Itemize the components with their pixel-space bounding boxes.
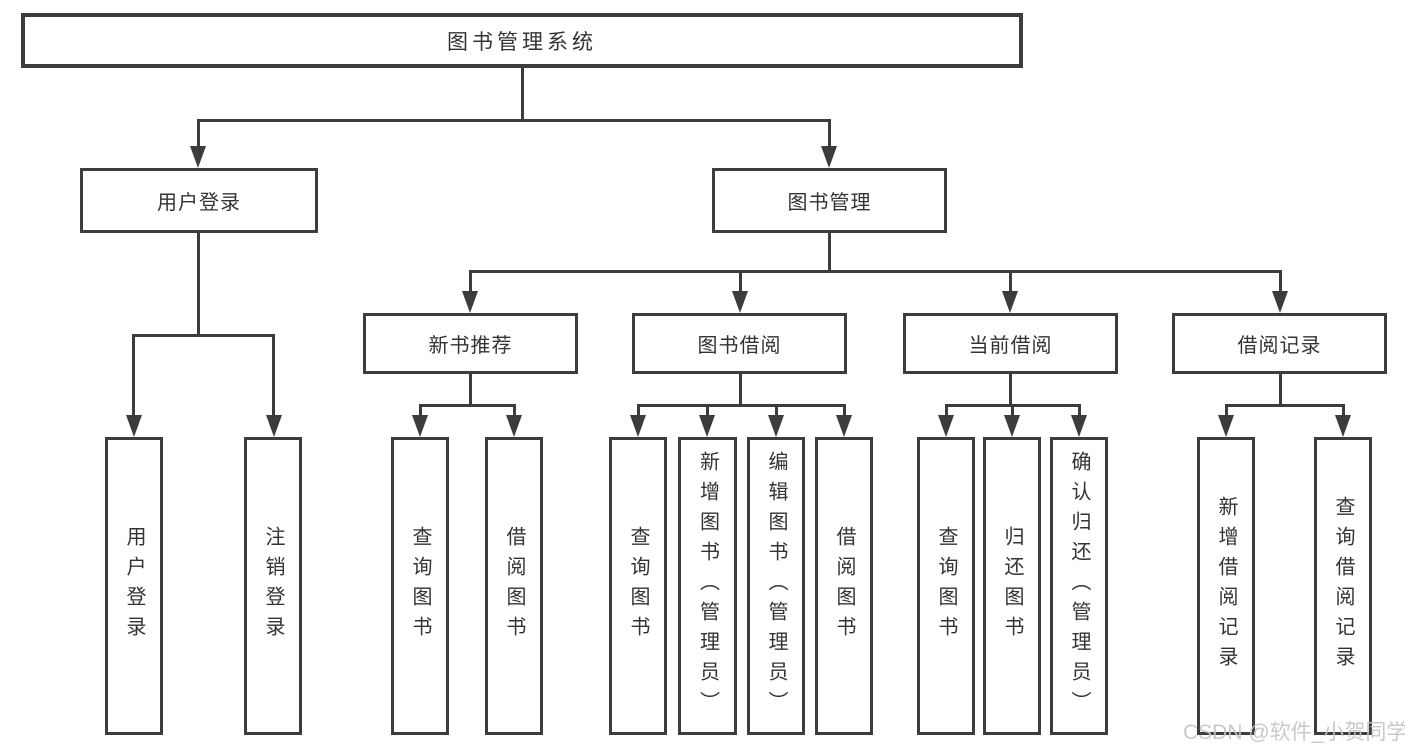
- node-borrow-records: 借阅记录: [1172, 313, 1387, 374]
- arrow-down-icon: [1335, 415, 1351, 437]
- arrow-down-icon: [821, 146, 837, 168]
- node-new-book-recommend: 新书推荐: [363, 313, 578, 374]
- leaf-query-books-borrow: 查询图书: [609, 437, 667, 735]
- connector-vline: [132, 334, 135, 419]
- connector-hline: [637, 404, 846, 407]
- connector-vline: [775, 404, 778, 418]
- arrow-down-icon: [1004, 415, 1020, 437]
- node-book-borrow: 图书借阅: [632, 313, 847, 374]
- connector-vline: [521, 67, 524, 122]
- connector-vline: [419, 404, 422, 418]
- connector-vline: [1342, 404, 1345, 418]
- connector-hline: [132, 334, 275, 337]
- connector-vline: [469, 374, 472, 407]
- connector-vline: [197, 119, 200, 150]
- connector-vline: [739, 374, 742, 407]
- leaf-logout: 注销登录: [244, 437, 302, 735]
- leaf-borrow-books: 借阅图书: [815, 437, 873, 735]
- arrow-down-icon: [126, 415, 142, 437]
- arrow-down-icon: [1218, 415, 1234, 437]
- node-user-login: 用户登录: [80, 168, 318, 233]
- connector-vline: [272, 334, 275, 419]
- arrow-down-icon: [630, 415, 646, 437]
- connector-hline: [197, 119, 831, 122]
- connector-vline: [739, 270, 742, 294]
- connector-vline: [637, 404, 640, 418]
- leaf-confirm-return-admin: 确认归还（管理员）: [1050, 437, 1108, 735]
- leaf-add-borrow-record: 新增借阅记录: [1197, 437, 1255, 735]
- connector-vline: [828, 119, 831, 150]
- connector-vline: [945, 404, 948, 418]
- connector-vline: [1225, 404, 1228, 418]
- connector-hline: [469, 270, 1282, 273]
- connector-vline: [1279, 270, 1282, 294]
- connector-vline: [706, 404, 709, 418]
- arrow-down-icon: [1071, 415, 1087, 437]
- arrow-down-icon: [836, 415, 852, 437]
- connector-vline: [1009, 270, 1012, 294]
- connector-hline: [1225, 404, 1345, 407]
- connector-vline: [1078, 404, 1081, 418]
- connector-vline: [1279, 374, 1282, 407]
- arrow-down-icon: [1272, 291, 1288, 313]
- connector-vline: [1009, 374, 1012, 407]
- node-library-system: 图书管理系统: [21, 13, 1023, 68]
- connector-vline: [469, 270, 472, 294]
- connector-vline: [828, 232, 831, 273]
- arrow-down-icon: [412, 415, 428, 437]
- arrow-down-icon: [1002, 291, 1018, 313]
- arrow-down-icon: [938, 415, 954, 437]
- connector-vline: [1011, 404, 1014, 418]
- leaf-return-books: 归还图书: [983, 437, 1041, 735]
- leaf-query-books-recommend: 查询图书: [391, 437, 449, 735]
- leaf-query-books-current: 查询图书: [917, 437, 975, 735]
- arrow-down-icon: [699, 415, 715, 437]
- arrow-down-icon: [266, 415, 282, 437]
- connector-vline: [197, 233, 200, 337]
- arrow-down-icon: [768, 415, 784, 437]
- leaf-add-books-admin: 新增图书（管理员）: [678, 437, 737, 735]
- arrow-down-icon: [732, 291, 748, 313]
- leaf-borrow-books-recommend: 借阅图书: [485, 437, 543, 735]
- node-current-borrow: 当前借阅: [903, 313, 1118, 374]
- leaf-query-borrow-record: 查询借阅记录: [1314, 437, 1372, 735]
- csdn-watermark: CSDN @软件_小贺同学: [1183, 721, 1405, 744]
- leaf-edit-books-admin: 编辑图书（管理员）: [747, 437, 805, 735]
- connector-hline: [419, 404, 516, 407]
- connector-vline: [513, 404, 516, 418]
- arrow-down-icon: [462, 291, 478, 313]
- node-book-management: 图书管理: [712, 168, 947, 233]
- arrow-down-icon: [506, 415, 522, 437]
- arrow-down-icon: [190, 146, 206, 168]
- leaf-user-login: 用户登录: [105, 437, 163, 735]
- connector-vline: [843, 404, 846, 418]
